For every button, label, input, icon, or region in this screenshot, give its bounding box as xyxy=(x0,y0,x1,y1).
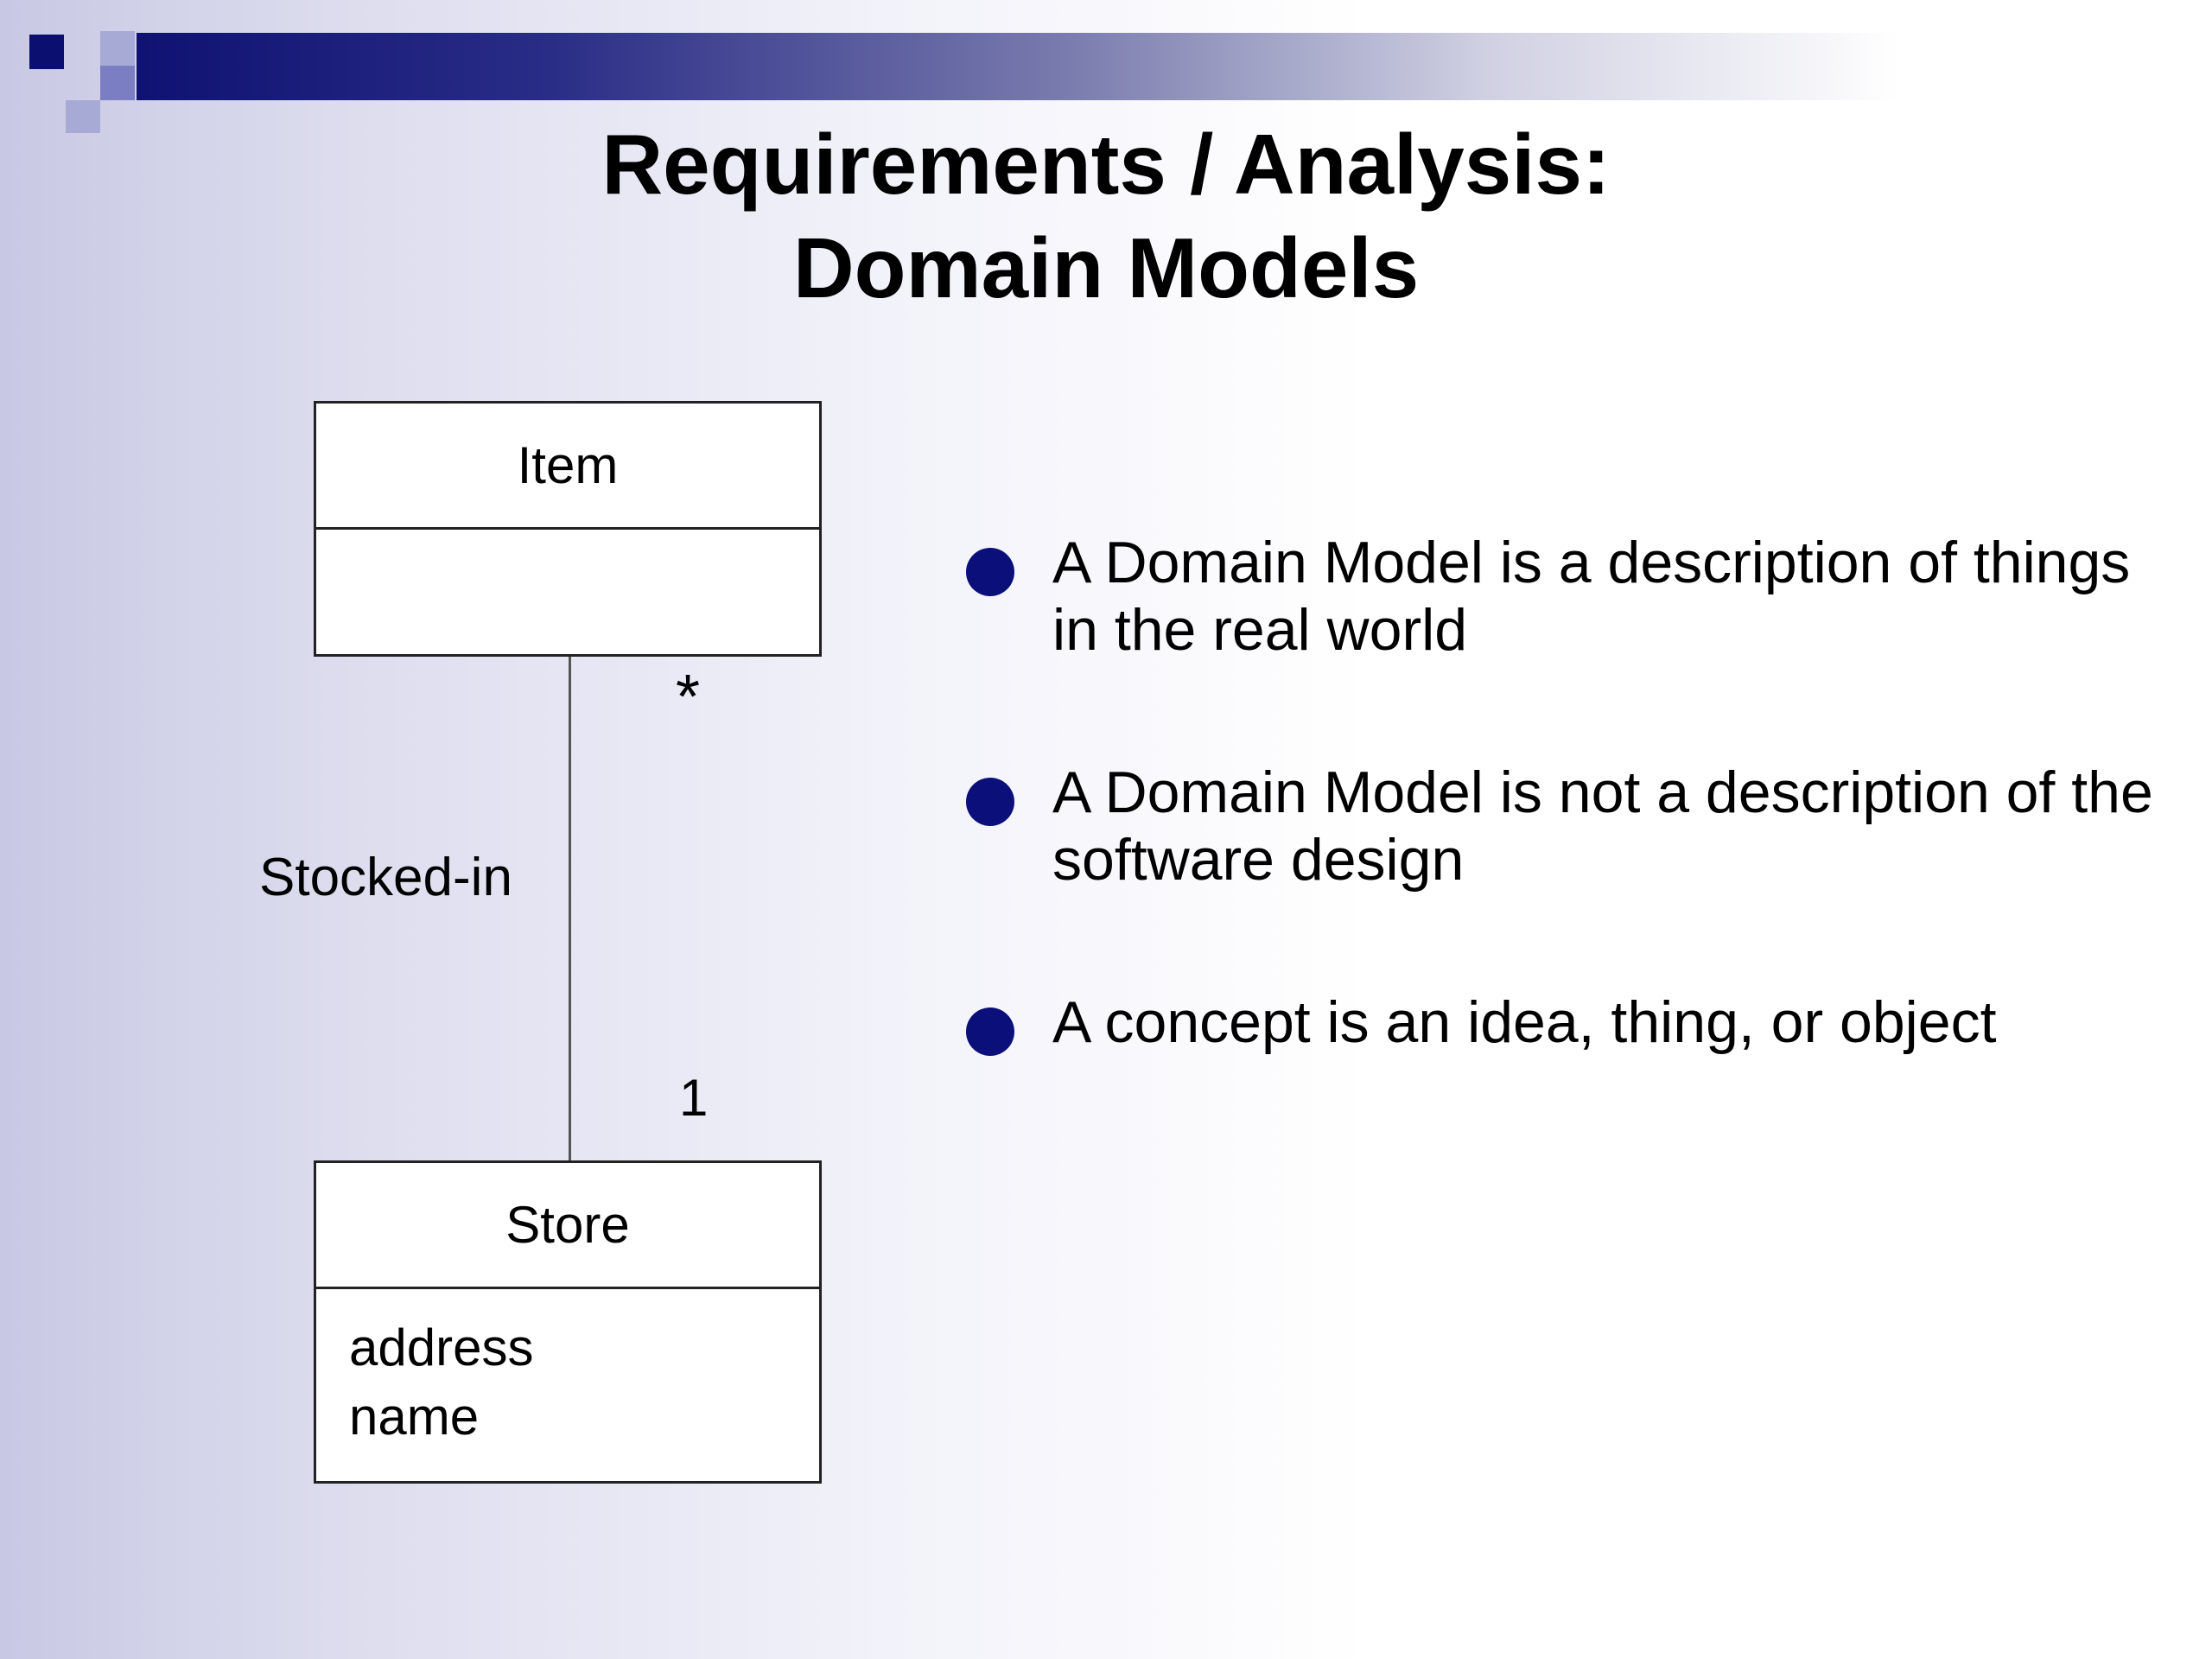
bullet-text: A concept is an idea, thing, or object xyxy=(1052,989,1997,1055)
slide-title-line-2: Domain Models xyxy=(792,220,1420,315)
uml-class-item: Item xyxy=(314,401,822,657)
multiplicity-item: * xyxy=(676,663,701,732)
bullet-item: A concept is an idea, thing, or object xyxy=(966,988,2176,1056)
decorative-square xyxy=(100,31,135,66)
bullet-dot-icon xyxy=(966,548,1014,596)
bullet-item: A Domain Model is a description of thing… xyxy=(966,529,2176,664)
slide-title-line-1: Requirements / Analysis: xyxy=(601,117,1611,212)
bullet-dot-icon xyxy=(966,778,1014,826)
association-line xyxy=(569,657,571,1160)
multiplicity-store: 1 xyxy=(679,1069,709,1127)
uml-class-attributes: address name xyxy=(316,1289,819,1452)
uml-class-name: Item xyxy=(316,404,819,530)
uml-class-name: Store xyxy=(316,1163,819,1289)
bullet-text: A Domain Model is a description of thing… xyxy=(1052,530,2131,663)
uml-class-store: Store address name xyxy=(314,1160,822,1484)
header-band xyxy=(137,33,2212,100)
uml-attribute: address xyxy=(349,1319,534,1376)
decorative-square xyxy=(29,35,64,69)
association-label: Stocked-in xyxy=(259,848,512,907)
bullet-item: A Domain Model is not a description of t… xyxy=(966,759,2176,893)
bullet-dot-icon xyxy=(966,1007,1014,1056)
slide-title: Requirements / Analysis: Domain Models xyxy=(259,112,1953,320)
decorative-square xyxy=(100,66,135,100)
bullet-text: A Domain Model is not a description of t… xyxy=(1052,760,2153,893)
uml-attribute: name xyxy=(349,1388,480,1446)
uml-class-attributes xyxy=(316,530,819,554)
bullet-list: A Domain Model is a description of thing… xyxy=(966,529,2176,1151)
decorative-square xyxy=(66,100,100,133)
